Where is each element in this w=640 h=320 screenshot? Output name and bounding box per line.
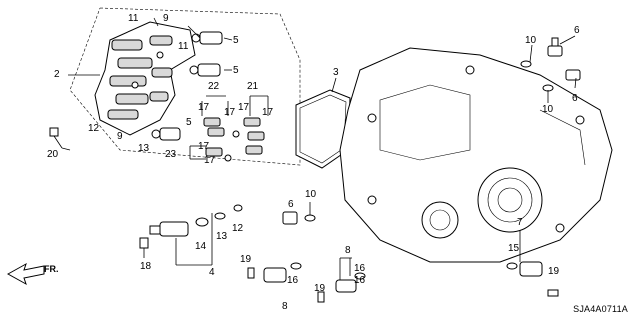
callout-17: 17 [198,102,210,113]
callout-16: 16 [287,275,299,286]
leader-lines [61,17,577,280]
callout-16: 16 [354,275,366,286]
sensor-bolt-right [565,69,581,81]
valve-body-group-outline [69,7,301,166]
callout-12: 12 [232,223,244,234]
callout-5: 5 [186,117,192,128]
callout-11: 12 [88,123,100,134]
sensor-bolt-top [547,37,563,57]
callout-7: 7 [517,217,523,228]
callout-8: 8 [345,245,351,256]
callout-5: 5 [233,65,239,76]
callout-22: 22 [208,81,220,92]
bolt-19-lower [317,291,325,303]
callout-23: 23 [165,149,177,160]
callout-11: 11 [128,13,139,24]
sensor-right-lower [506,261,543,277]
callout-10: 10 [542,104,554,115]
callout-14: 14 [195,241,207,252]
callout-8: 8 [282,301,288,312]
callout-15: 15 [508,243,520,254]
washer-top [520,60,532,68]
callout-2: 2 [54,69,60,80]
bolt-19-center [247,267,255,279]
solenoid-valve-lower [151,127,181,141]
callout-16: 16 [354,263,366,274]
callout-19: 19 [240,254,252,265]
callout-20: 20 [47,149,59,160]
shift-solenoid-lower-left [149,204,243,237]
callout-17: 17 [224,107,236,118]
solenoid-valve-middle [189,63,221,77]
callout-13: 13 [216,231,228,242]
callout-11: 13 [138,143,150,154]
front-arrow-icon [6,262,45,286]
sensor-lower-middle [263,262,302,283]
callout-19: 19 [548,266,560,277]
front-direction-label: FR. [44,264,59,274]
callout-6: 6 [572,93,578,104]
diagram-code: SJA4A0711A [573,304,628,314]
callout-9: 9 [163,13,169,24]
callout-17: 17 [238,102,250,113]
callout-10: 10 [305,189,317,200]
washer-front [304,214,316,222]
callout-17: 17 [262,107,274,118]
callout-3: 3 [333,67,339,78]
callout-17: 17 [204,155,216,166]
callout-5: 5 [233,35,239,46]
valve-body-assembly [94,21,196,136]
solenoid-valve-top [191,31,223,45]
bolt-18 [139,237,149,258]
callout-9: 9 [117,131,123,142]
callout-4: 4 [209,267,215,278]
callout-10: 10 [525,35,537,46]
fitting-cluster [203,117,265,162]
callout-18: 18 [140,261,152,272]
callout-17: 17 [198,141,210,152]
bolt-19-right [547,289,559,297]
callout-11: 11 [178,41,189,52]
sensor-bolt-front [282,211,298,225]
callout-6: 6 [288,199,294,210]
callout-21: 21 [247,81,259,92]
callout-19: 19 [314,283,326,294]
transmission-case [339,47,613,263]
sensor-lower-center [335,272,366,293]
callout-6: 6 [574,25,580,36]
bolt-20 [49,127,63,149]
